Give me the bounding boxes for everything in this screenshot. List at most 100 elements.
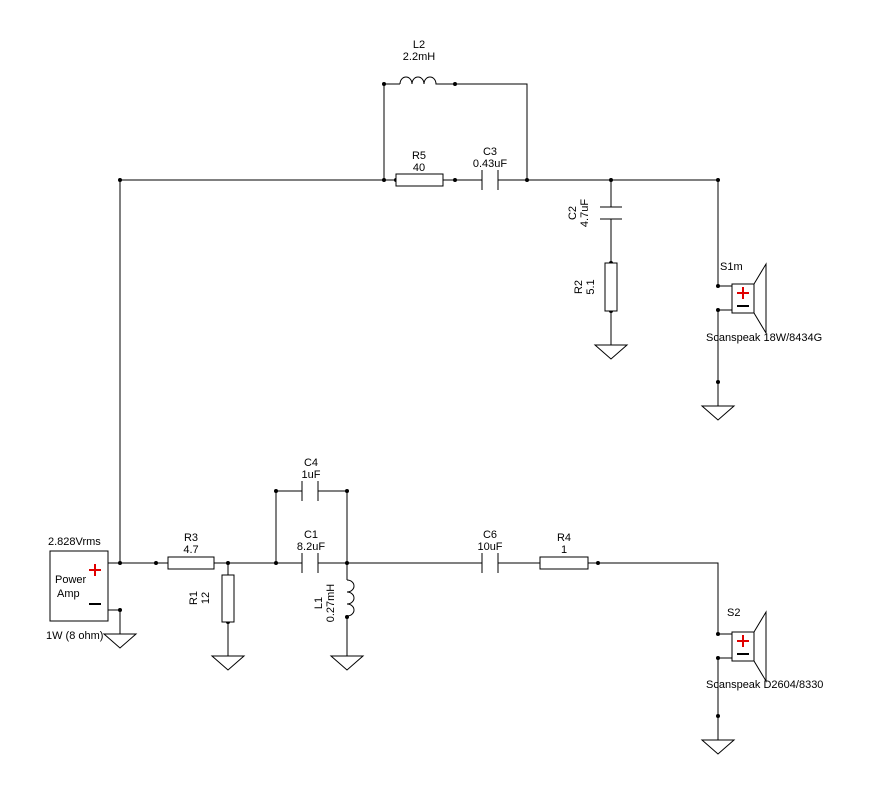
resistor-r1[interactable]: R1 12 xyxy=(188,574,235,623)
power-amp-power: 1W (8 ohm) xyxy=(46,630,103,642)
power-amp-voltage: 2.828Vrms xyxy=(48,536,101,548)
junction-dot xyxy=(716,714,720,718)
capacitor-c1-value: 8.2uF xyxy=(297,541,325,553)
power-amp-source[interactable]: Power Amp 2.828Vrms 1W (8 ohm) xyxy=(46,536,109,642)
grounds xyxy=(102,344,736,755)
junction-dot xyxy=(716,308,720,312)
junction-dot xyxy=(453,82,457,86)
ground-icon xyxy=(593,344,629,360)
junction-dot xyxy=(525,178,529,182)
resistor-r2-value: 5.1 xyxy=(585,279,597,294)
power-amp-label-line2: Amp xyxy=(57,588,80,600)
resistor-r4-body xyxy=(539,556,589,570)
inductor-l1-value: 0.27mH xyxy=(325,584,337,623)
junction-dot xyxy=(274,561,278,565)
wire-s2-minus xyxy=(717,657,732,740)
junctions xyxy=(118,82,720,718)
capacitor-c4[interactable]: C4 1uF xyxy=(301,457,321,501)
junction-dot xyxy=(345,489,349,493)
resistor-r3-body xyxy=(167,556,215,570)
junction-dot xyxy=(716,656,720,660)
speaker-s1m-ref: S1m xyxy=(720,261,743,273)
junction-dot xyxy=(118,561,122,565)
junction-dot xyxy=(596,561,600,565)
wire-s1m-minus xyxy=(717,309,732,406)
inductor-l1-ref: L1 xyxy=(313,597,325,609)
ground-icon xyxy=(700,405,736,421)
ground-icon xyxy=(329,655,365,671)
wire-l2-left xyxy=(383,83,400,180)
speaker-s2[interactable]: S2 Scanspeak D2604/8330 xyxy=(706,607,823,691)
resistor-r5[interactable]: R5 40 xyxy=(395,150,444,187)
junction-dot xyxy=(345,561,349,565)
junction-dot xyxy=(382,178,386,182)
junction-dot xyxy=(118,178,122,182)
junction-dot xyxy=(382,82,386,86)
resistor-r2[interactable]: R2 5.1 xyxy=(573,262,618,312)
capacitor-c6-plates xyxy=(481,553,499,573)
capacitor-c3-ref: C3 xyxy=(483,146,497,158)
ground-icon xyxy=(210,655,246,671)
resistor-r4-ref: R4 xyxy=(557,532,571,544)
capacitor-c3-value: 0.43uF xyxy=(473,158,508,170)
inductor-l1-coil xyxy=(346,579,355,617)
capacitor-c1[interactable]: C1 8.2uF xyxy=(297,529,325,573)
junction-dot xyxy=(716,178,720,182)
power-amp-box xyxy=(49,550,109,622)
capacitor-c1-plates xyxy=(301,553,319,573)
speaker-s2-model: Scanspeak D2604/8330 xyxy=(706,679,823,691)
junction-dot xyxy=(226,561,230,565)
junction-dot xyxy=(118,608,122,612)
resistor-r3[interactable]: R3 4.7 xyxy=(167,532,215,570)
resistor-r5-body xyxy=(395,173,444,187)
capacitor-c2-ref: C2 xyxy=(567,206,579,220)
junction-dot xyxy=(453,178,457,182)
speaker-s1m-cone xyxy=(753,262,767,335)
inductor-l2-coil xyxy=(399,76,438,85)
speaker-s2-cone xyxy=(753,610,767,683)
junction-dot xyxy=(154,561,158,565)
capacitor-c2[interactable]: C2 4.7uF xyxy=(567,199,622,227)
capacitor-c2-plates xyxy=(600,206,622,220)
capacitor-c1-ref: C1 xyxy=(304,529,318,541)
resistor-r3-value: 4.7 xyxy=(183,544,198,556)
resistor-r4-value: 1 xyxy=(561,544,567,556)
wire-s2-plus xyxy=(588,562,732,635)
resistor-r4[interactable]: R4 1 xyxy=(539,532,589,570)
junction-dot xyxy=(716,380,720,384)
ground-icon xyxy=(102,633,138,649)
inductor-l1[interactable]: L1 0.27mH xyxy=(313,579,355,623)
capacitor-c6-value: 10uF xyxy=(477,541,502,553)
resistor-r5-value: 40 xyxy=(413,162,425,174)
junction-dot xyxy=(716,632,720,636)
capacitor-c4-plates xyxy=(301,481,319,501)
inductor-l2[interactable]: L2 2.2mH xyxy=(399,39,438,85)
resistor-r1-body xyxy=(221,574,235,623)
junction-dot xyxy=(716,284,720,288)
capacitor-c2-value: 4.7uF xyxy=(579,199,591,227)
ground-icon xyxy=(700,739,736,755)
junction-dot xyxy=(274,489,278,493)
resistor-r1-ref: R1 xyxy=(188,591,200,605)
capacitor-c3[interactable]: C3 0.43uF xyxy=(473,146,508,190)
plus-icon xyxy=(737,635,749,647)
capacitor-c6-ref: C6 xyxy=(483,529,497,541)
plus-icon xyxy=(89,564,101,576)
plus-icon xyxy=(737,287,749,299)
inductor-l2-ref: L2 xyxy=(413,39,425,51)
junction-dot xyxy=(609,178,613,182)
capacitor-c6[interactable]: C6 10uF xyxy=(477,529,503,573)
power-amp-label-line1: Power xyxy=(55,574,87,586)
inductor-l2-value: 2.2mH xyxy=(403,51,435,63)
resistor-r2-body xyxy=(604,262,618,312)
resistor-r3-ref: R3 xyxy=(184,532,198,544)
capacitor-c4-value: 1uF xyxy=(302,469,321,481)
speaker-s1m[interactable]: S1m Scanspeak 18W/8434G xyxy=(706,261,822,344)
wire-l2-right xyxy=(438,83,528,180)
capacitor-c3-plates xyxy=(481,170,499,190)
speaker-s1m-model: Scanspeak 18W/8434G xyxy=(706,332,822,344)
resistor-r5-ref: R5 xyxy=(412,150,426,162)
resistor-r1-value: 12 xyxy=(200,592,212,604)
